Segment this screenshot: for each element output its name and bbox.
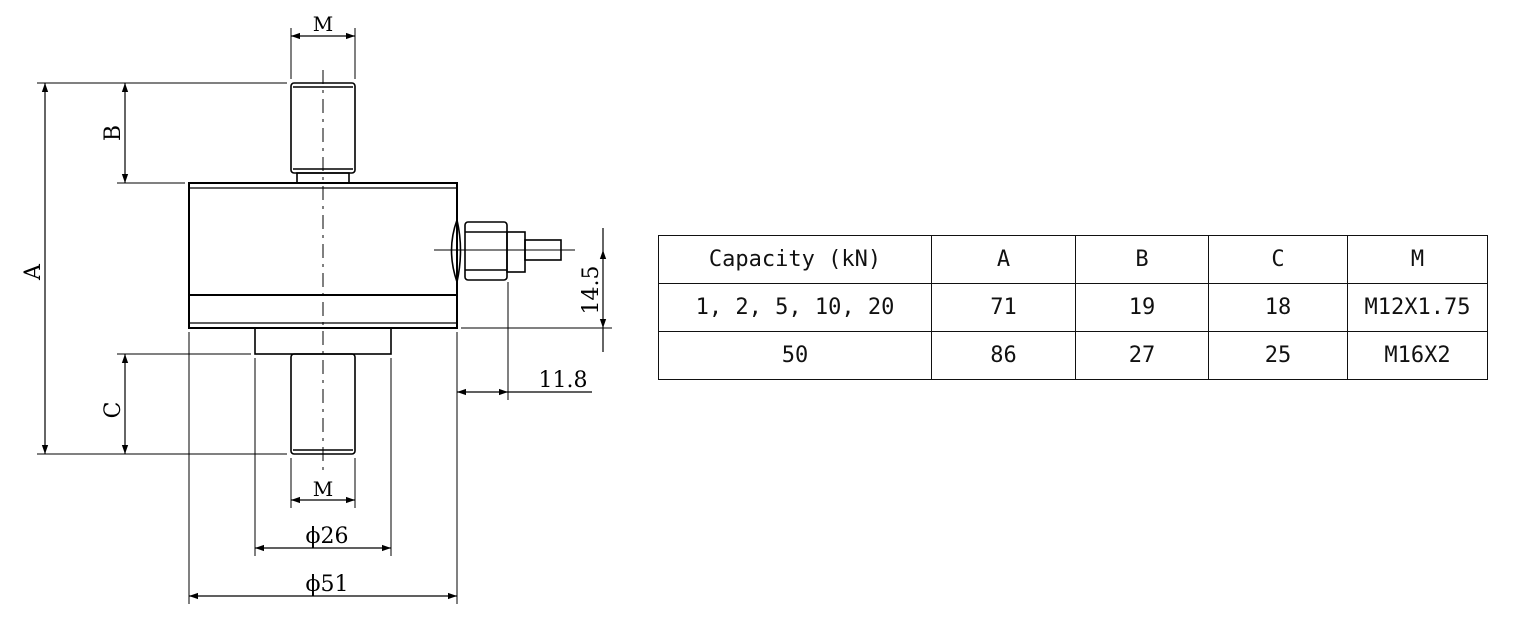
dim-label-14-5: 14.5 <box>579 266 604 315</box>
dim-label-m-bottom: M <box>313 477 333 501</box>
cell-capacity: 1, 2, 5, 10, 20 <box>658 283 932 332</box>
header-capacity: Capacity (kN) <box>658 235 932 284</box>
cable-connector <box>450 219 562 283</box>
header-a: A <box>931 235 1076 284</box>
spec-table: Capacity (kN) A B C M 1, 2, 5, 10, 20 71… <box>658 235 1488 380</box>
dim-label-c: C <box>101 402 126 419</box>
cell-m: M16X2 <box>1347 331 1488 380</box>
dim-label-dia-26: ϕ26 <box>306 524 349 549</box>
cell-a: 86 <box>931 331 1076 380</box>
header-b: B <box>1075 235 1209 284</box>
header-c: C <box>1208 235 1348 284</box>
table-row: 50 86 27 25 M16X2 <box>658 331 1488 380</box>
dim-label-11-8: 11.8 <box>539 368 588 393</box>
table-header-row: Capacity (kN) A B C M <box>658 235 1488 284</box>
center-lines <box>322 70 575 470</box>
cell-b: 27 <box>1075 331 1209 380</box>
cell-capacity: 50 <box>658 331 932 380</box>
cell-a: 71 <box>931 283 1076 332</box>
cell-c: 18 <box>1208 283 1348 332</box>
extension-lines <box>37 28 612 604</box>
dimension-lines <box>41 32 607 600</box>
table-row: 1, 2, 5, 10, 20 71 19 18 M12X1.75 <box>658 283 1488 332</box>
cell-m: M12X1.75 <box>1347 283 1488 332</box>
dim-label-b: B <box>101 125 126 141</box>
dim-label-m-top: M <box>313 12 333 36</box>
cell-b: 19 <box>1075 283 1209 332</box>
header-m: M <box>1347 235 1488 284</box>
cell-c: 25 <box>1208 331 1348 380</box>
dim-label-dia-51: ϕ51 <box>306 572 349 597</box>
dim-label-a: A <box>21 263 46 281</box>
